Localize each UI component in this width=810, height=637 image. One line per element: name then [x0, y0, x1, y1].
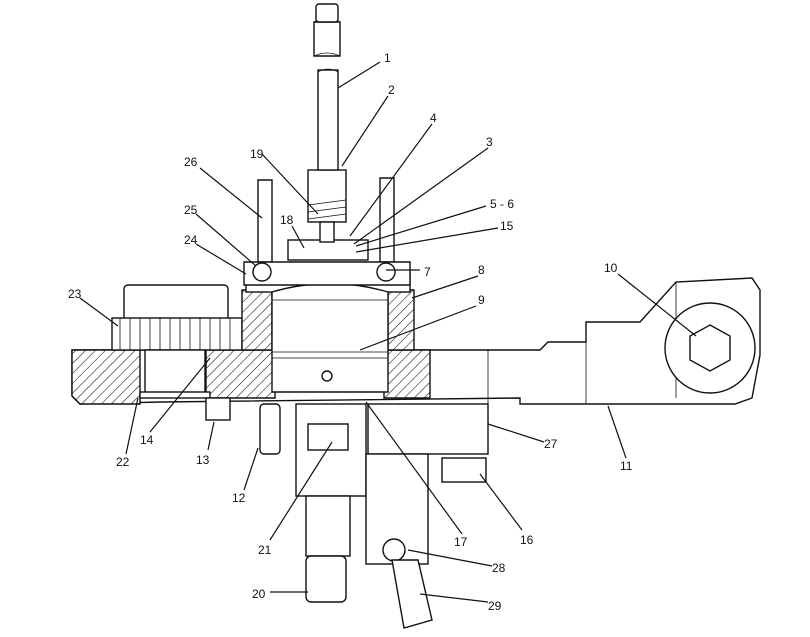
- callout-25: 25: [184, 203, 198, 217]
- callout-13: 13: [196, 453, 210, 467]
- callout-labels: 1 2 3 4 5 - 6 7 8 9 10 11 12 13 14 15 16…: [68, 51, 633, 613]
- callout-9: 9: [478, 293, 485, 307]
- callout-27: 27: [544, 437, 558, 451]
- callout-11: 11: [620, 459, 633, 473]
- callout-26: 26: [184, 155, 198, 169]
- callout-24: 24: [184, 233, 198, 247]
- callout-12: 12: [232, 491, 246, 505]
- callout-21: 21: [258, 543, 272, 557]
- callout-19: 19: [250, 147, 264, 161]
- callout-22: 22: [116, 455, 130, 469]
- callout-5-6: 5 - 6: [490, 197, 514, 211]
- central-housing: [241, 289, 273, 351]
- callout-28: 28: [492, 561, 506, 575]
- callout-10: 10: [604, 261, 618, 275]
- callout-20: 20: [252, 587, 266, 601]
- callout-23: 23: [68, 287, 82, 301]
- gear-teeth: [119, 318, 231, 350]
- callout-14: 14: [140, 433, 154, 447]
- rod: [317, 69, 339, 171]
- callout-29: 29: [488, 599, 502, 613]
- leader-lines: [79, 61, 697, 603]
- callout-17: 17: [454, 535, 468, 549]
- callout-16: 16: [520, 533, 534, 547]
- callout-3: 3: [486, 135, 493, 149]
- gear-cap: [123, 284, 229, 322]
- callout-1: 1: [384, 51, 391, 65]
- plate-left-section: [71, 349, 141, 405]
- callout-18: 18: [280, 213, 294, 227]
- mechanism-drawing: [71, 3, 761, 629]
- callout-7: 7: [424, 265, 431, 279]
- callout-4: 4: [430, 111, 437, 125]
- fork-left: [257, 179, 273, 263]
- callout-15: 15: [500, 219, 514, 233]
- callout-2: 2: [388, 83, 395, 97]
- callout-8: 8: [478, 263, 485, 277]
- spring: [307, 199, 347, 220]
